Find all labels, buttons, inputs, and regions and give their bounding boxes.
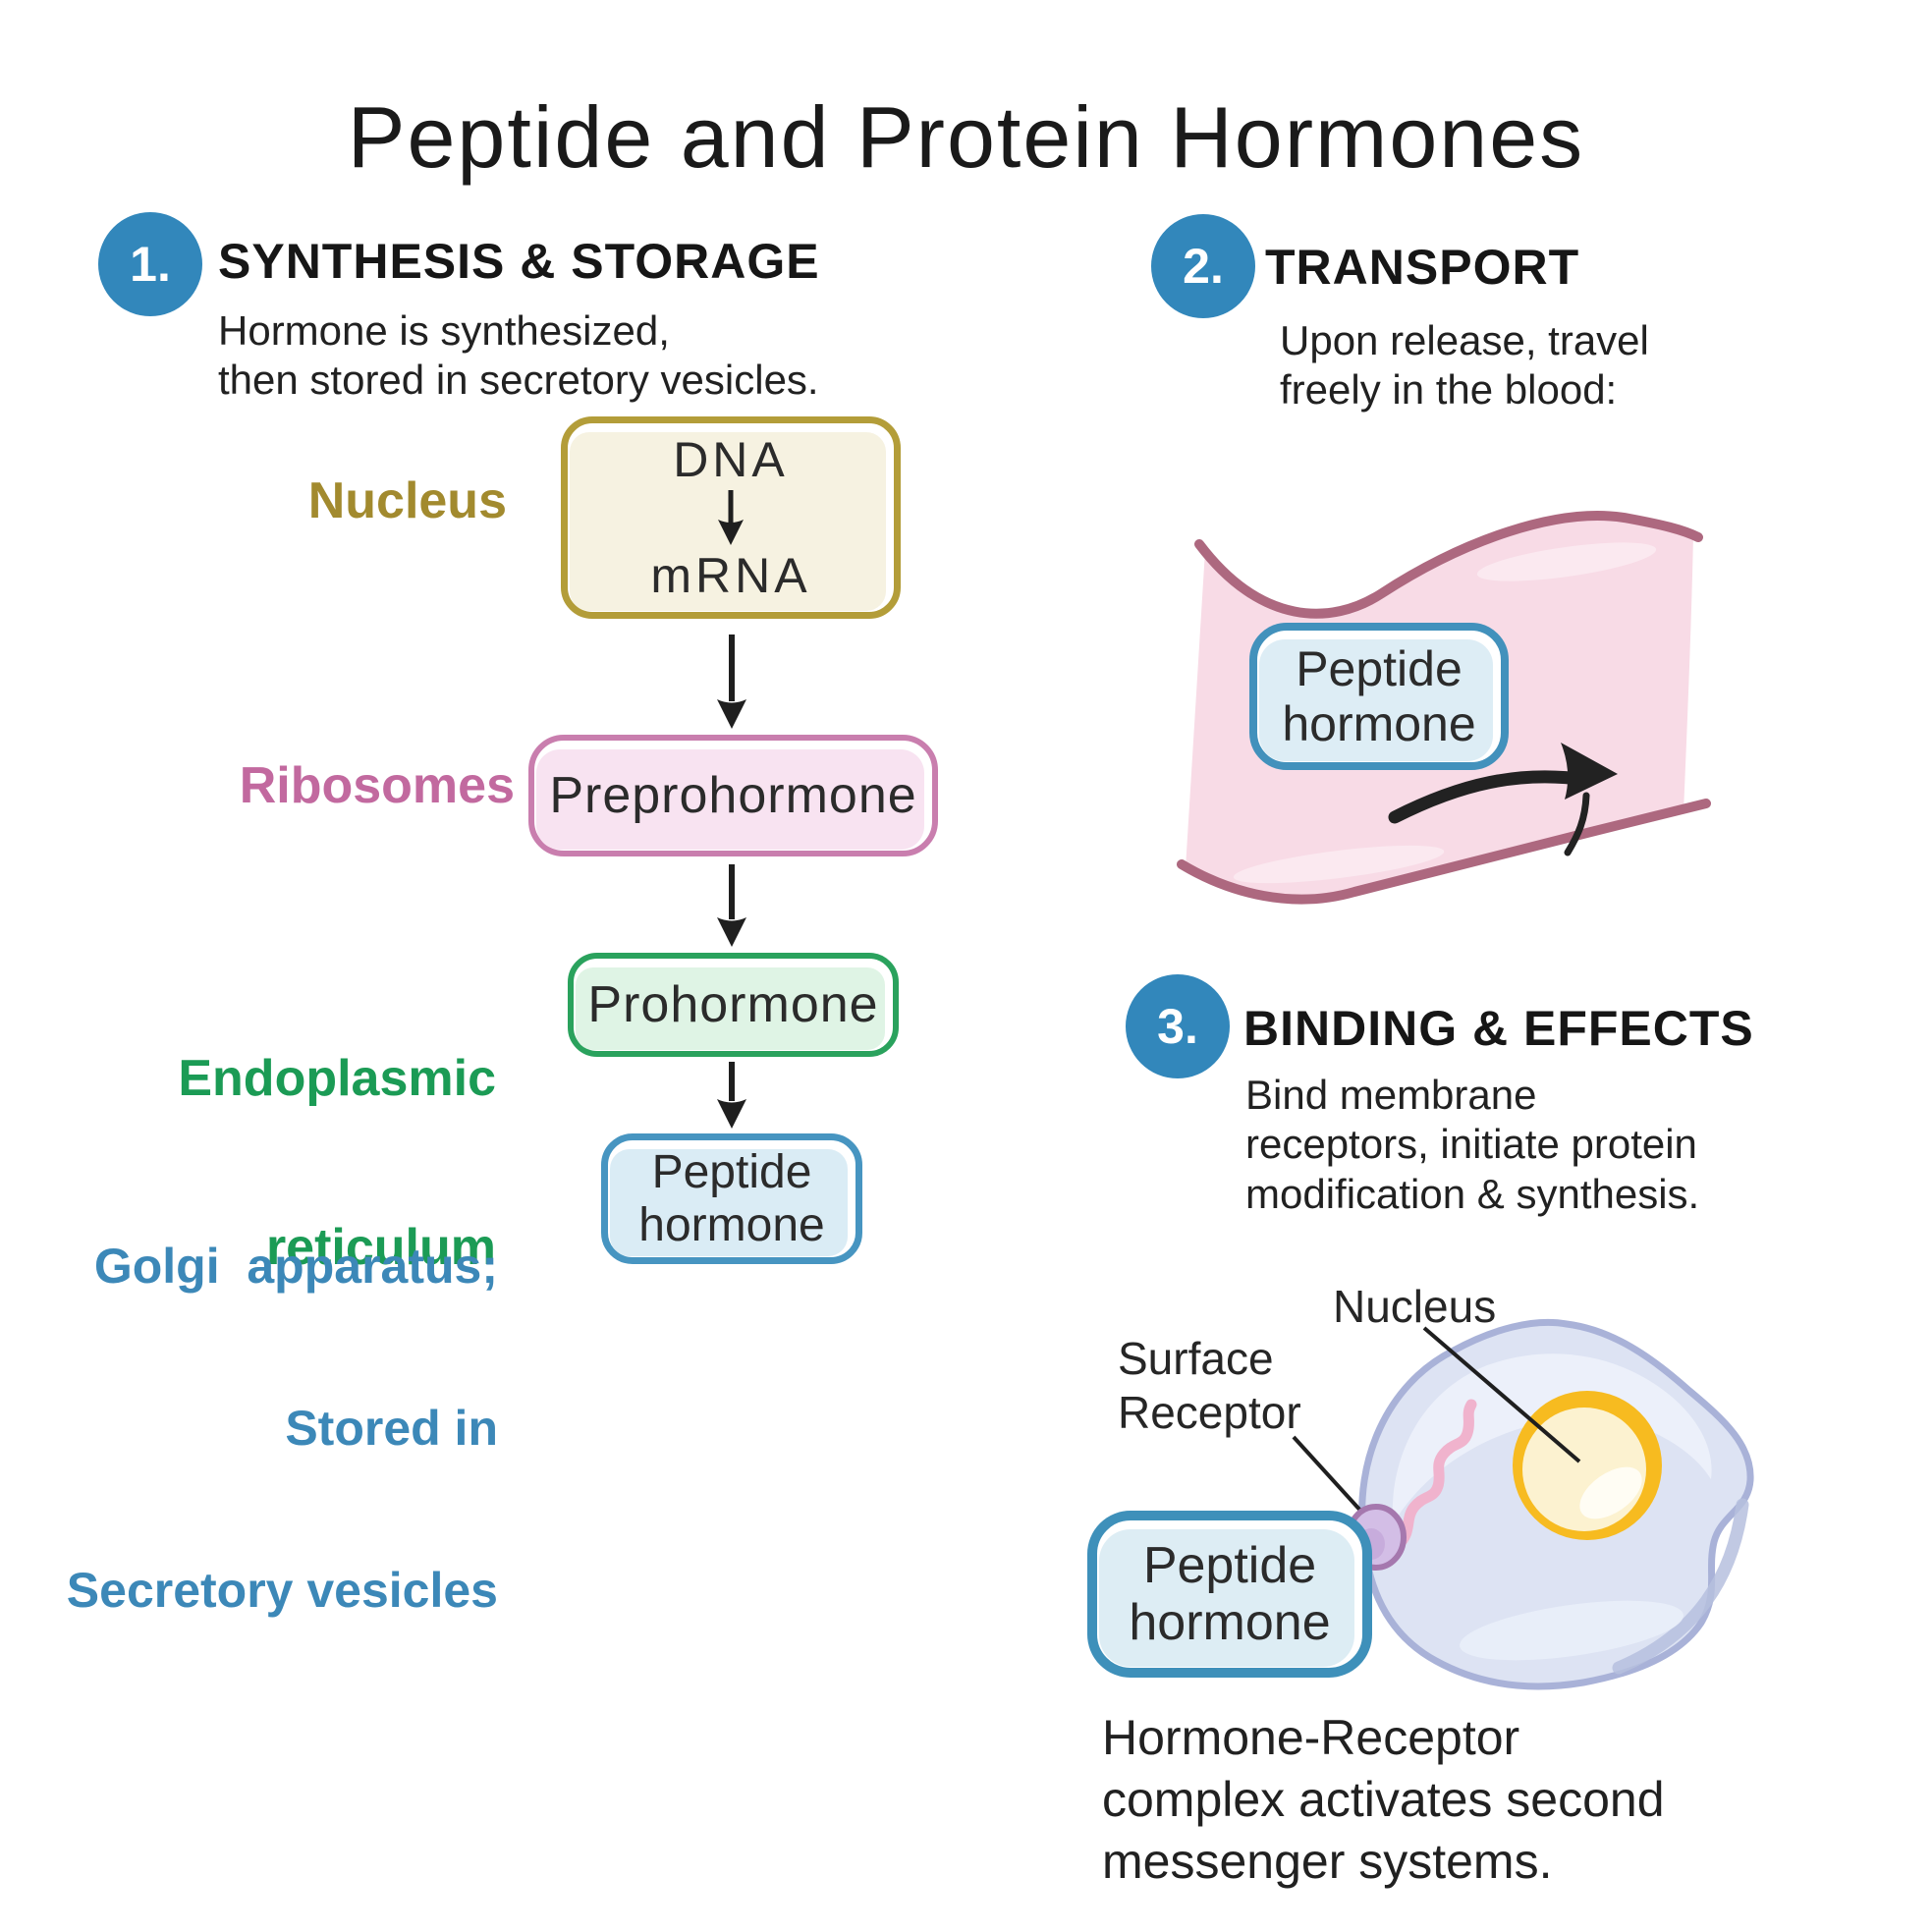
flow-arrow-icon [717, 1062, 746, 1129]
dna-to-mrna-arrow-icon [718, 490, 744, 545]
preprohormone-box: Preprohormone [528, 735, 938, 856]
target-cell-illustration [1292, 1318, 1754, 1690]
peptide-line-1: Peptide [651, 1145, 812, 1198]
step-1-description-line-1: Hormone is synthesized, [218, 307, 670, 354]
nucleus-flow-label: Nucleus [307, 472, 507, 529]
preprohormone-text: Preprohormone [549, 767, 917, 824]
cell-lower-highlight [1460, 1600, 1684, 1661]
prohormone-box: Prohormone [568, 953, 899, 1057]
surface-receptor-label-line-2: Receptor [1118, 1387, 1301, 1439]
cell-nucleus-highlight [1579, 1466, 1642, 1519]
step-3-description-line-3: modification & synthesis. [1245, 1170, 1700, 1217]
step-1-heading: SYNTHESIS & STORAGE [218, 234, 820, 289]
flow-arrow-icon [717, 864, 746, 947]
step-1-description-line-2: then stored in secretory vesicles. [218, 357, 819, 404]
peptide-hormone-box-storage: Peptide hormone [601, 1133, 862, 1264]
transport-flow-arrow-icon [1388, 770, 1593, 824]
dna-text: DNA [673, 432, 789, 487]
binding-caption-line-2: complex activates second [1102, 1772, 1665, 1827]
step-2-description: Upon release, travel freely in the blood… [1280, 316, 1649, 415]
er-label-line-1: Endoplasmic [178, 1050, 496, 1108]
binding-caption-line-1: Hormone-Receptor [1102, 1710, 1520, 1765]
step-2-heading: TRANSPORT [1265, 240, 1580, 295]
peptide-hormone-box-transport: Peptide hormone [1249, 623, 1509, 770]
golgi-label-line-1: Golgi apparatus; [93, 1239, 498, 1294]
prohormone-text: Prohormone [587, 976, 879, 1033]
peptide-line-2: hormone [1129, 1594, 1331, 1651]
golgi-label-line-2: Stored in [285, 1401, 498, 1456]
peptide-line-1: Peptide [1296, 641, 1463, 696]
ribosomes-flow-label: Ribosomes [239, 757, 515, 814]
vessel-highlight-top [1476, 542, 1657, 581]
vessel-bottom-edge [1177, 799, 1711, 905]
surface-receptor-label-line-1: Surface [1118, 1333, 1274, 1384]
peptide-line-2: hormone [638, 1198, 825, 1251]
nucleus-box-fill [570, 432, 886, 611]
mrna-text: mRNA [650, 548, 811, 603]
golgi-flow-label: Golgi apparatus; Stored in Secretory ves… [18, 1132, 498, 1726]
nucleus-box: DNA mRNA [561, 416, 901, 619]
step-3-description-line-2: receptors, initiate protein [1245, 1121, 1697, 1168]
page-title: Peptide and Protein Hormones [347, 87, 1585, 186]
transport-flow-arrow-tail [1564, 792, 1590, 856]
step-3-heading: BINDING & EFFECTS [1243, 1001, 1754, 1056]
surface-receptor-label: Surface Receptor [1118, 1332, 1301, 1440]
step-3-description: Bind membrane receptors, initiate protei… [1245, 1071, 1699, 1219]
nucleus-leader-line [1422, 1326, 1581, 1463]
step-3-description-line-1: Bind membrane [1245, 1072, 1537, 1118]
cell-nucleus-label: Nucleus [1333, 1281, 1497, 1332]
step-2-description-line-1: Upon release, travel [1280, 317, 1649, 363]
peptide-hormone-box-binding: Peptide hormone [1087, 1511, 1372, 1678]
step-1-badge: 1. [98, 212, 202, 316]
endoplasmic-reticulum-flow-label: Endoplasmic reticulum [118, 939, 496, 1389]
step-3-badge: 3. [1126, 974, 1230, 1078]
golgi-label-line-3: Secretory vesicles [66, 1563, 498, 1618]
transport-flow-arrowhead [1561, 743, 1618, 800]
cell-membrane-shade [1612, 1498, 1749, 1675]
peptide-line-2: hormone [1282, 696, 1476, 751]
binding-caption-line-3: messenger systems. [1102, 1834, 1553, 1889]
flow-arrow-icon [717, 635, 746, 729]
binding-caption: Hormone-Receptor complex activates secon… [1102, 1707, 1665, 1893]
step-1-description: Hormone is synthesized, then stored in s… [218, 306, 819, 406]
vessel-highlight-bottom [1233, 845, 1445, 884]
second-messenger-squiggle [1393, 1399, 1477, 1550]
step-2-badge: 2. [1151, 214, 1255, 318]
cell-inner-highlight [1392, 1353, 1712, 1524]
step-2-description-line-2: freely in the blood: [1280, 366, 1618, 414]
peptide-line-1: Peptide [1142, 1536, 1317, 1594]
vessel-top-edge [1194, 511, 1703, 619]
er-label-line-2: reticulum [265, 1218, 496, 1276]
